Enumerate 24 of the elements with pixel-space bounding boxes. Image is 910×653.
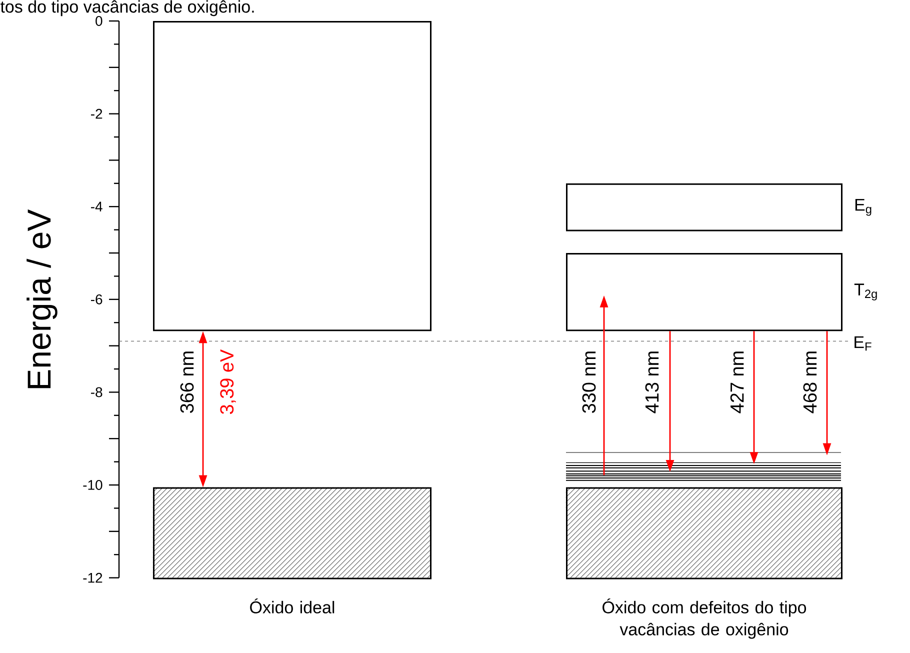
tick-label: -10 (83, 480, 102, 490)
edge-label: 366 nm (180, 352, 194, 413)
node-label: E$_{g}$ (855, 198, 872, 216)
energy-band-box (153, 21, 432, 332)
tick-label: -8 (91, 387, 102, 398)
panel-label: Óxido ideal (250, 598, 334, 614)
tick-label: -6 (91, 294, 102, 304)
panel-label: Óxido com defeitos do tipo vacâncias de oxigênio (602, 598, 806, 639)
caption-text: tos do tipo vacâncias de oxigênio. (0, 0, 254, 16)
fermi-level-label: E$_{F}$ (854, 336, 872, 351)
energy-band-box: E$_{g}$ (566, 183, 872, 232)
axis-title: Energia / eV (26, 209, 58, 388)
defect-levels (566, 452, 842, 481)
edge-label: 413 nm (645, 352, 659, 414)
edge-label: 427 nm (730, 352, 744, 414)
energy-band-box: T$_{2g}$ (566, 253, 877, 332)
node-label: T$_{2g}$ (854, 284, 877, 300)
edge-label: 468 nm (803, 352, 817, 414)
tick-label: -4 (91, 202, 102, 212)
tick-label: -2 (91, 108, 102, 119)
tick-label: 0 (96, 16, 102, 26)
energy-label: 3,39 eV (220, 349, 236, 414)
tick-label: -12 (83, 572, 102, 583)
edge-label: 330 nm (582, 352, 596, 413)
